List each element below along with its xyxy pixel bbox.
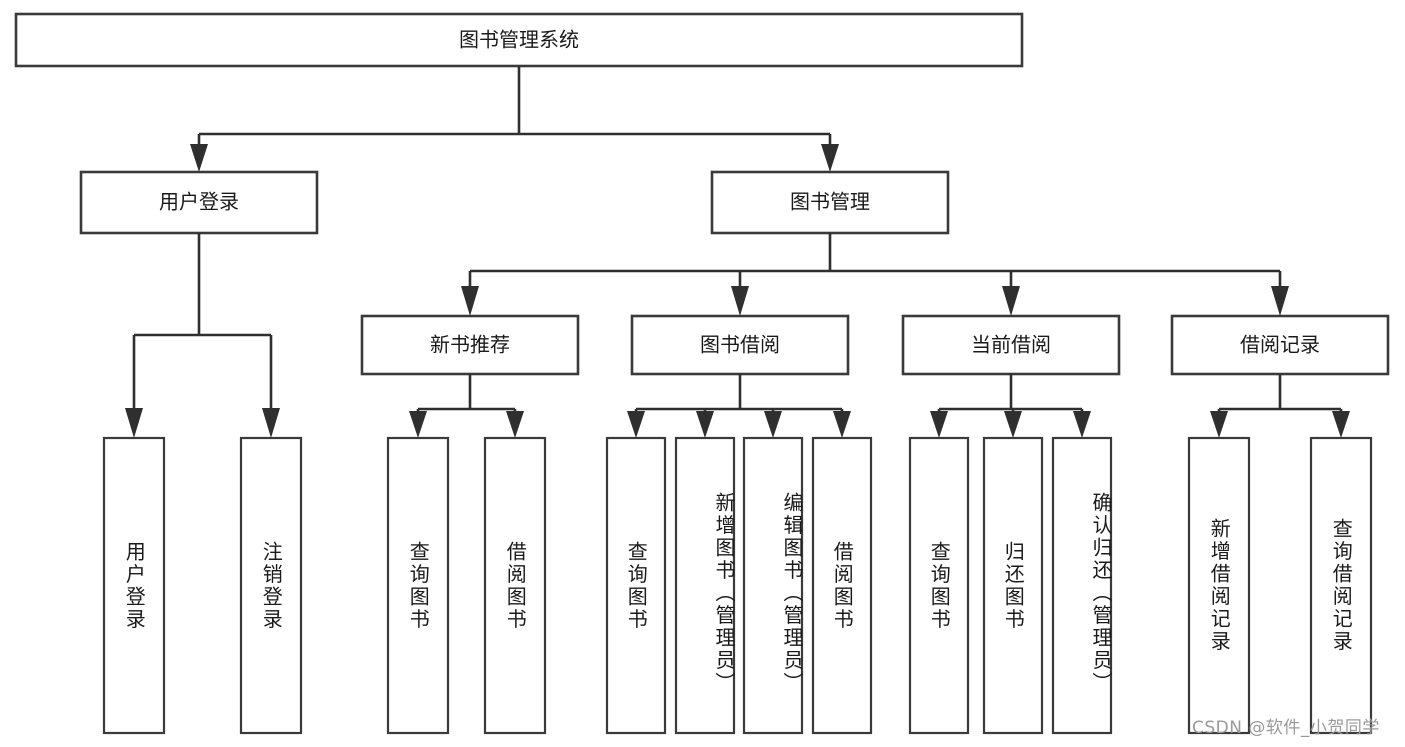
- arrow-to-leaf-user-login-1: [262, 408, 280, 438]
- node-current-borrow-box[interactable]: [901, 314, 1121, 376]
- node-user-login-label: 用户登录: [159, 190, 239, 214]
- node-book-borrow-label: 图书借阅: [700, 333, 780, 357]
- node-new-book-recommend-label: 新书推荐: [430, 333, 510, 357]
- arrow-to-leaf-borrow-1: [696, 411, 714, 438]
- node-book-manage-label: 图书管理: [790, 190, 870, 214]
- leaf-box-borrow-3[interactable]: [811, 436, 873, 735]
- node-root-box[interactable]: [14, 12, 1024, 68]
- leaf-box-current-0[interactable]: [908, 436, 970, 735]
- leaf-box-record-0[interactable]: [1187, 436, 1251, 735]
- node-new-book-recommend-box[interactable]: [360, 314, 580, 376]
- leaf-box-borrow-0[interactable]: [605, 436, 667, 735]
- arrow-to-leaf-current-2: [1073, 411, 1091, 438]
- arrow-to-recommend: [461, 286, 479, 316]
- arrow-to-leaf-recommend-1: [506, 411, 524, 438]
- arrow-to-leaf-recommend-0: [409, 411, 427, 438]
- arrow-to-borrow: [731, 286, 749, 316]
- leaf-box-borrow-2[interactable]: [742, 436, 804, 735]
- arrow-to-leaf-borrow-2: [764, 411, 782, 438]
- arrow-to-leaf-borrow-3: [833, 411, 851, 438]
- arrow-to-record: [1271, 286, 1289, 316]
- leaf-box-record-1[interactable]: [1309, 436, 1373, 735]
- leaf-box-borrow-1[interactable]: [674, 436, 736, 735]
- arrow-to-book-manage: [821, 144, 839, 172]
- node-current-borrow-label: 当前借阅: [971, 333, 1051, 357]
- leaf-box-current-2[interactable]: [1051, 436, 1113, 735]
- node-user-login-box[interactable]: [79, 170, 319, 235]
- arrow-to-leaf-current-1: [1004, 411, 1022, 438]
- csdn-watermark: CSDN @软件_小贺同学: [1192, 718, 1380, 738]
- arrow-to-leaf-current-0: [930, 411, 948, 438]
- leaf-box-recommend-0[interactable]: [386, 436, 450, 735]
- arrow-to-user-login: [190, 144, 208, 172]
- arrow-to-leaf-record-1: [1332, 411, 1350, 438]
- leaf-box-recommend-1[interactable]: [483, 436, 547, 735]
- node-borrow-record-label: 借阅记录: [1240, 333, 1320, 357]
- arrow-to-current: [1002, 286, 1020, 316]
- leaf-box-current-1[interactable]: [982, 436, 1044, 735]
- arrow-to-leaf-borrow-0: [627, 411, 645, 438]
- node-root-label: 图书管理系统: [459, 28, 579, 52]
- leaf-box-user-login-0[interactable]: [102, 436, 166, 735]
- leaf-box-user-login-1[interactable]: [239, 436, 303, 735]
- arrow-to-leaf-user-login-0: [125, 408, 143, 438]
- arrow-to-leaf-record-0: [1210, 411, 1228, 438]
